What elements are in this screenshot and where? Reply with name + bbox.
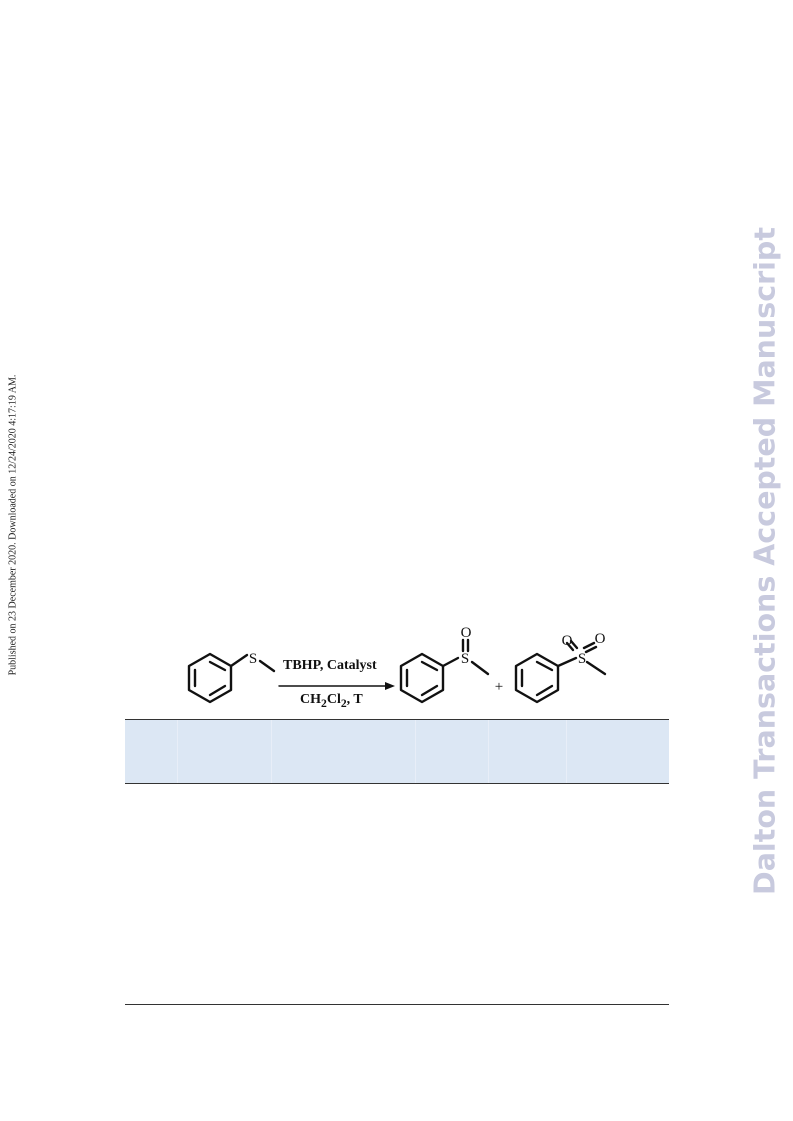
solvent-formula-subscript: 2 bbox=[321, 696, 327, 710]
table-header-cell bbox=[125, 720, 178, 783]
solvent-formula-subscript: 2 bbox=[340, 696, 347, 710]
temperature-label: , T bbox=[346, 692, 363, 707]
sulfone-oxygen-right-label: O bbox=[595, 631, 606, 647]
reactant-sulfur-label: S bbox=[249, 651, 257, 667]
accepted-manuscript-watermark: Dalton Transactions Accepted Manuscript bbox=[744, 227, 786, 895]
table-header-cell bbox=[272, 720, 417, 783]
sulfone-sulfur-label: S bbox=[578, 651, 586, 667]
publication-side-note: Published on 23 December 2020. Downloade… bbox=[0, 360, 26, 690]
table-header-cell bbox=[567, 720, 669, 783]
sulfoxide-sulfur-label: S bbox=[461, 651, 469, 667]
reagent-top-label: TBHP, Catalyst bbox=[283, 658, 377, 673]
solvent-formula-part: Cl bbox=[326, 692, 341, 707]
reaction-scheme-graphic: S O S + O O S bbox=[187, 625, 607, 704]
plus-sign: + bbox=[495, 679, 503, 695]
table-header-cell bbox=[178, 720, 272, 783]
publication-note-text: Published on 23 December 2020. Downloade… bbox=[7, 374, 19, 676]
table-header-band bbox=[125, 719, 669, 784]
sulfoxide-oxygen-label: O bbox=[461, 625, 472, 641]
table-header-cell bbox=[489, 720, 567, 783]
reaction-scheme: S O S + O O S TBHP, Catalyst CH2Cl2, T bbox=[175, 618, 625, 718]
reagent-bottom-label: CH2Cl2, T bbox=[300, 692, 363, 710]
table-bottom-rule bbox=[125, 1004, 669, 1005]
solvent-formula-part: CH bbox=[300, 692, 321, 707]
sulfone-oxygen-left-label: O bbox=[562, 633, 573, 649]
table-header-cell bbox=[416, 720, 489, 783]
watermark-text: Dalton Transactions Accepted Manuscript bbox=[748, 227, 782, 895]
